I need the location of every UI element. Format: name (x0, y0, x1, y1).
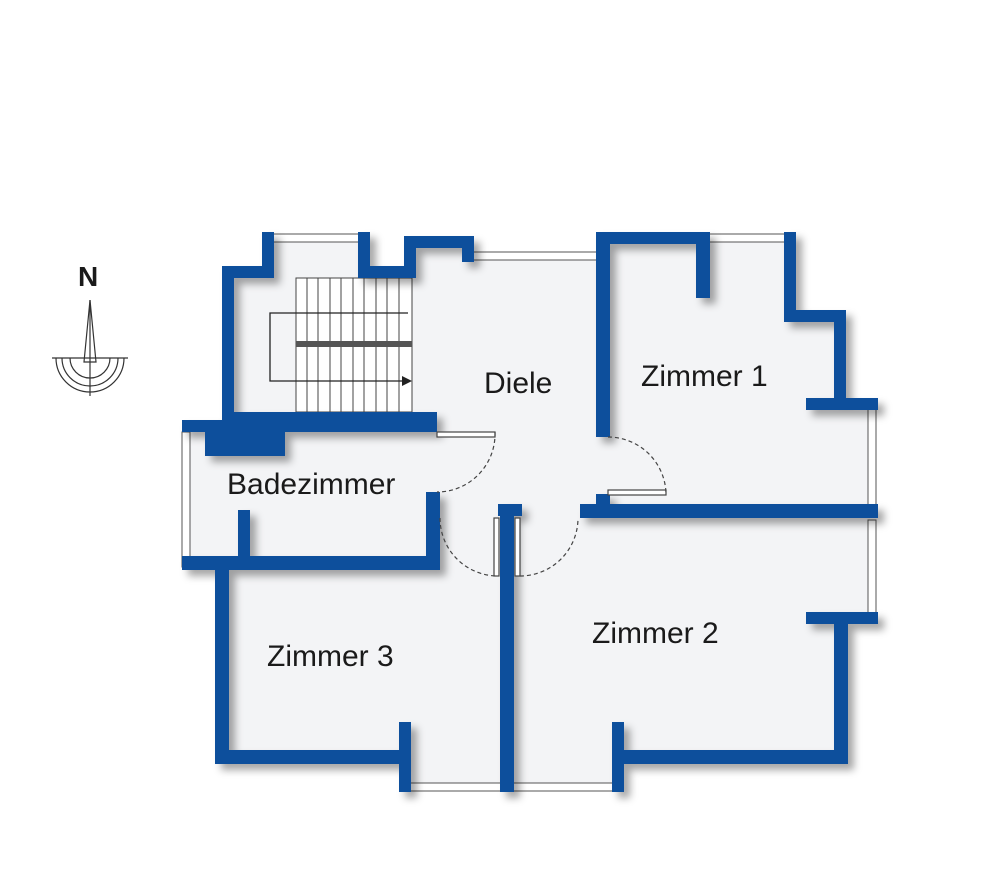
staircase-icon (269, 277, 413, 413)
room-label-zimmer3: Zimmer 3 (267, 640, 394, 673)
room-label-zimmer2: Zimmer 2 (592, 617, 719, 650)
door-zimmer2 (514, 517, 579, 577)
door-bath (436, 431, 496, 493)
window-stair (269, 233, 363, 243)
window-zimmer1-east (867, 407, 877, 509)
window-zimmer1-north (704, 233, 791, 243)
stair-walk-line (269, 312, 408, 382)
door-zimmer1 (607, 436, 667, 496)
window-bath-west (181, 431, 191, 568)
walls (182, 232, 878, 792)
window-zimmer2-east (867, 519, 877, 616)
north-arrow-icon: N (52, 261, 128, 396)
room-label-diele: Diele (484, 367, 552, 400)
compass-north-label: N (78, 261, 98, 292)
room-labels: Diele Zimmer 1 Badezimmer Zimmer 2 Zimme… (227, 360, 768, 673)
doors (436, 431, 667, 577)
room-label-badezimmer: Badezimmer (227, 468, 395, 501)
stair-arrow-icon (402, 376, 412, 386)
door-zimmer3 (439, 517, 500, 577)
window-diele (469, 251, 599, 261)
room-label-zimmer1: Zimmer 1 (641, 360, 768, 393)
